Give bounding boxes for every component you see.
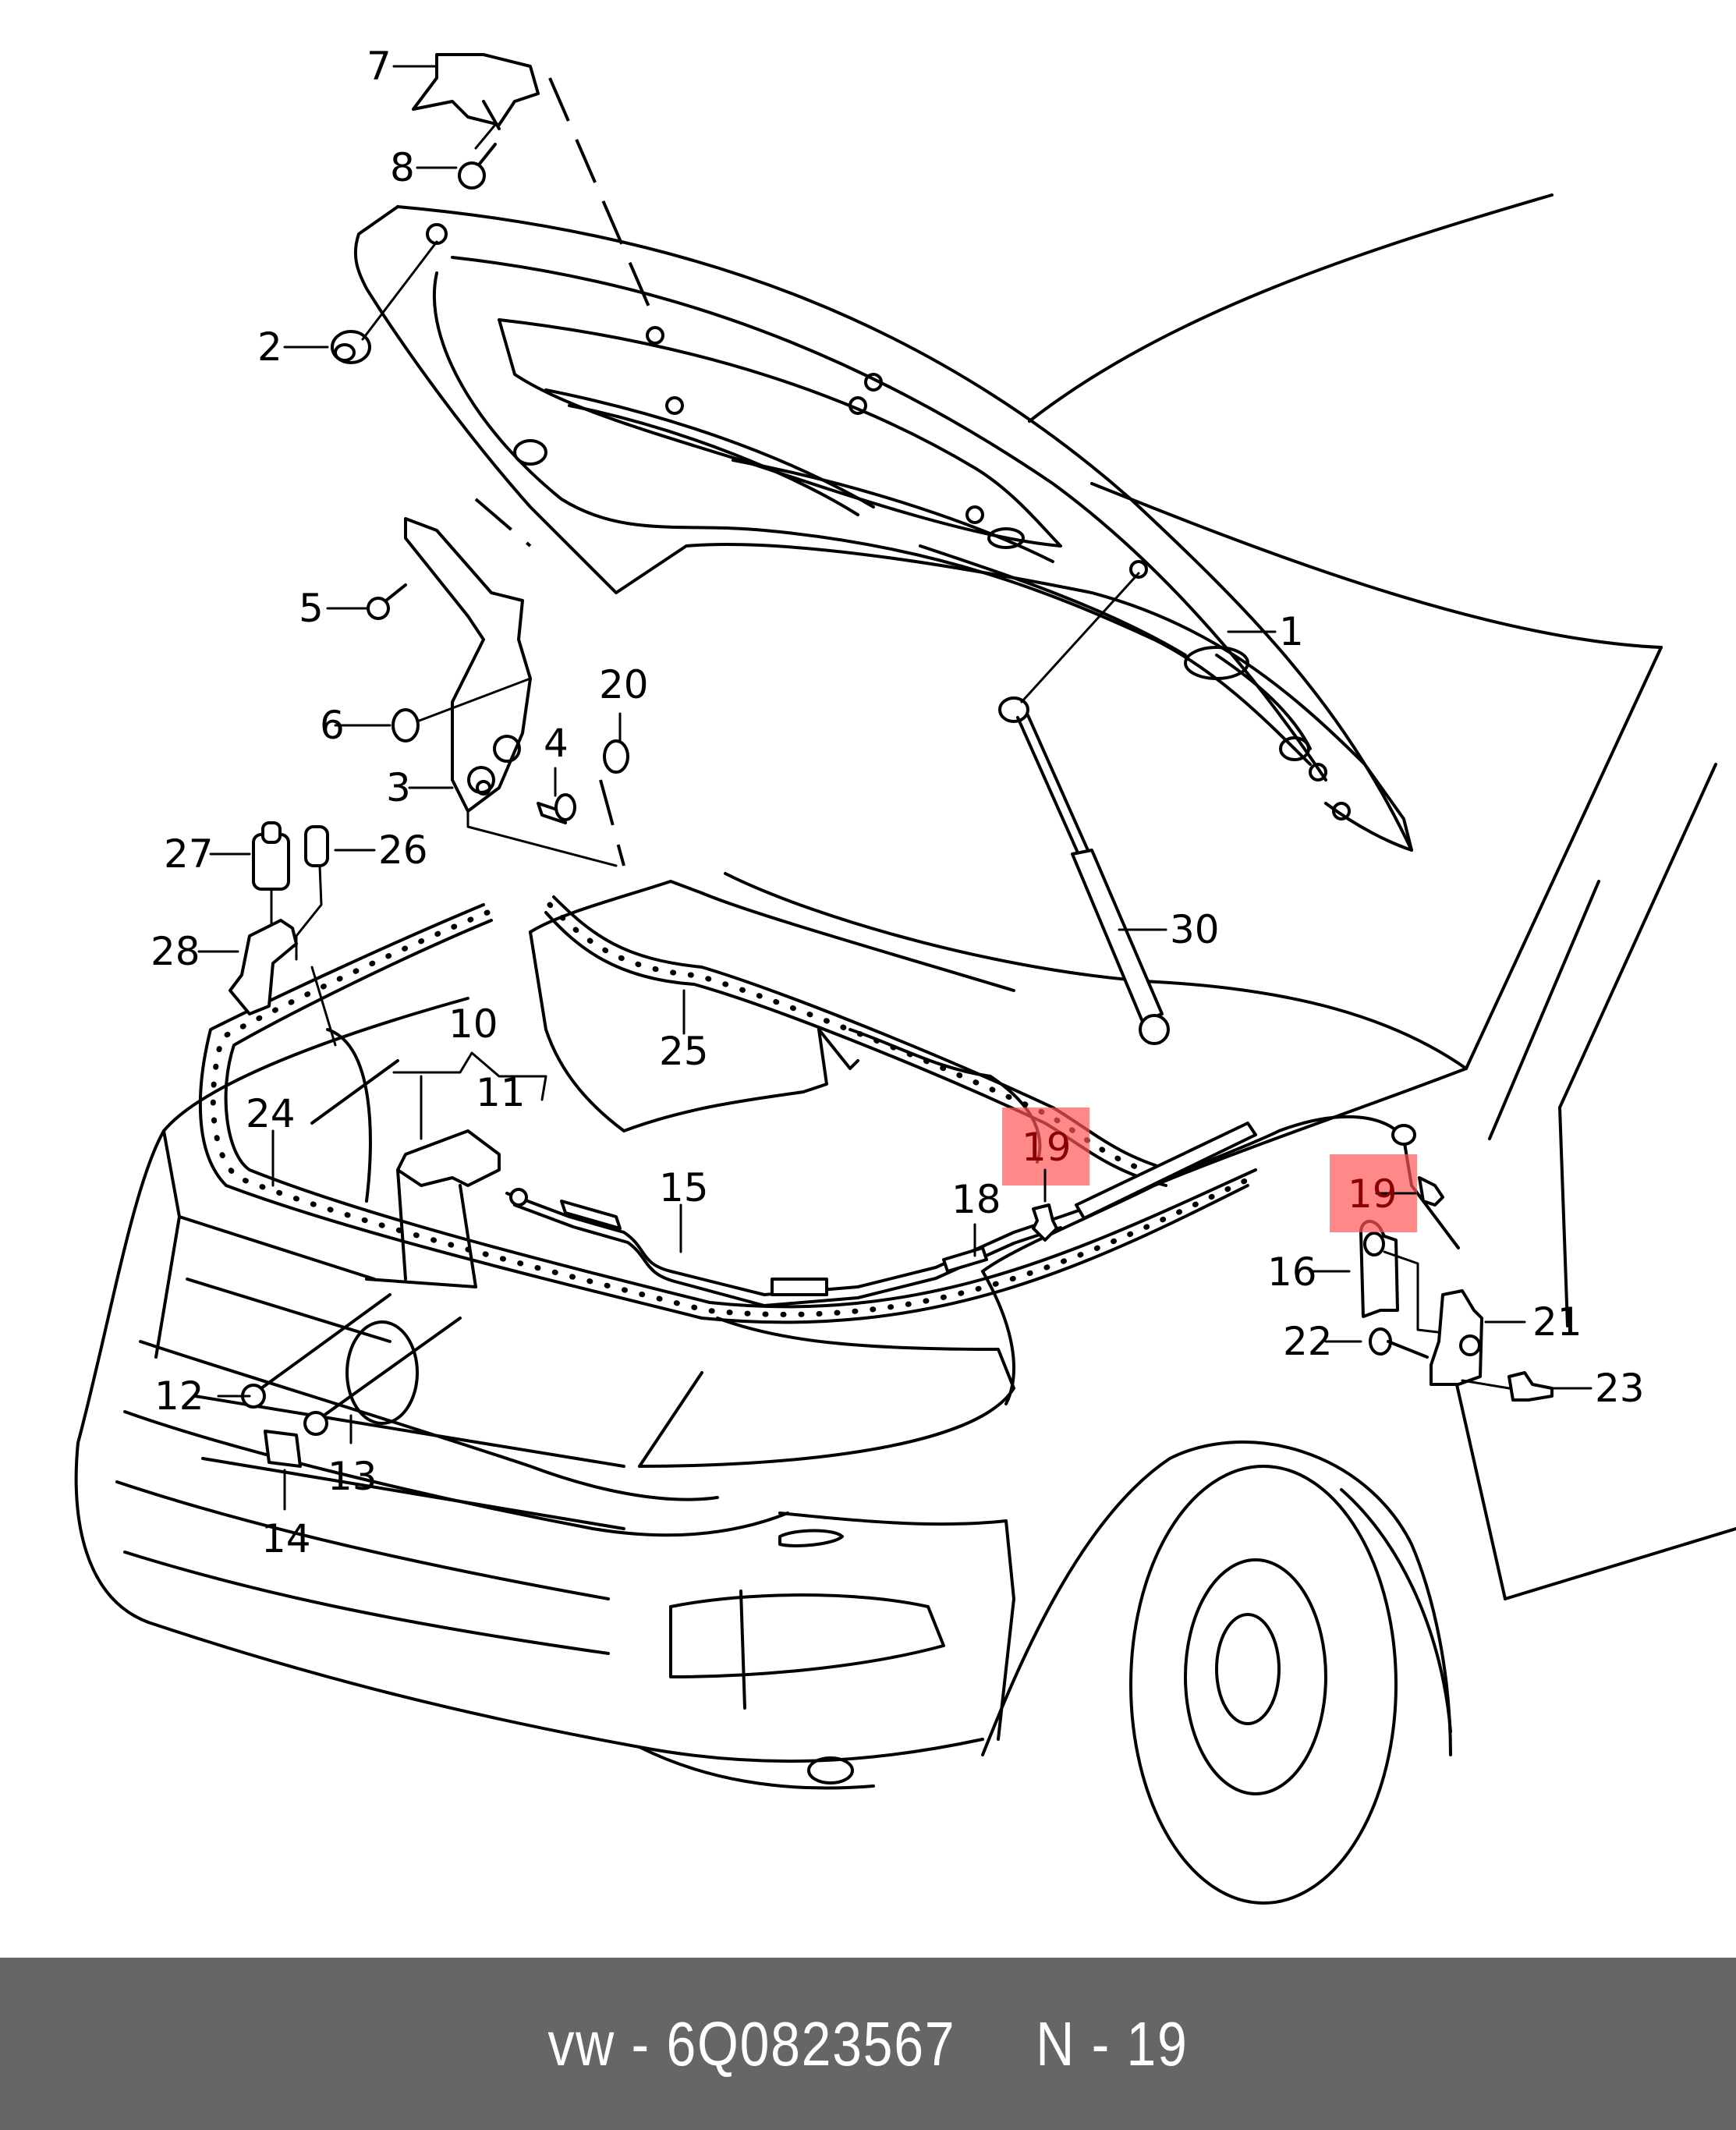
callout-14: 14 <box>261 1516 311 1561</box>
callout-21: 21 <box>1532 1299 1582 1345</box>
callout-5: 5 <box>299 586 324 631</box>
pin-part-26 <box>295 825 329 961</box>
leader-line <box>474 123 497 150</box>
callout-19-right: 19 <box>1348 1171 1398 1217</box>
callout-15: 15 <box>659 1165 709 1210</box>
callout-leaders <box>197 65 1593 1511</box>
callout-30: 30 <box>1170 907 1220 952</box>
callout-2: 2 <box>257 324 282 370</box>
bolt-part-8 <box>458 143 497 190</box>
clip-part-23 <box>1461 1371 1554 1402</box>
parts-diagram: 7 8 2 5 6 3 4 20 27 26 28 1 30 10 11 24 … <box>74 44 1736 1905</box>
nut-part-6 <box>391 677 532 742</box>
callout-26: 26 <box>378 828 428 873</box>
clip-part-19-center <box>1032 1203 1058 1242</box>
seal-strip-24 <box>198 903 1257 1324</box>
bolt-part-5 <box>367 583 407 620</box>
hood-lock-part-7 <box>412 53 540 130</box>
callout-20: 20 <box>599 662 649 707</box>
latch-part-10-11 <box>365 1129 501 1288</box>
callout-25: 25 <box>659 1029 709 1074</box>
buffer-part-27 <box>252 821 290 930</box>
hinge-part-3 <box>404 517 618 867</box>
clip-part-14 <box>264 1430 302 1468</box>
assembly-line <box>474 498 532 548</box>
callout-1: 1 <box>1279 609 1304 654</box>
callout-22: 22 <box>1283 1319 1333 1364</box>
part-info-footer: vw - 6Q0823567 N - 19 <box>0 1958 1736 2130</box>
assembly-line <box>548 77 653 313</box>
callout-8: 8 <box>390 145 415 190</box>
callout-12: 12 <box>154 1373 204 1419</box>
callout-18: 18 <box>951 1177 1001 1222</box>
screw-part-13 <box>303 1317 462 1436</box>
callout-3: 3 <box>386 765 411 810</box>
callout-4: 4 <box>544 721 569 766</box>
part-number-caption: vw - 6Q0823567 N - 19 <box>547 2008 1189 2079</box>
cover-part-16 <box>1359 1220 1452 1335</box>
callout-11: 11 <box>476 1070 526 1115</box>
callout-13: 13 <box>328 1454 377 1499</box>
callout-23: 23 <box>1595 1366 1645 1411</box>
screw-part-12 <box>241 1293 391 1409</box>
lever-part-21 <box>1430 1289 1483 1386</box>
callout-10: 10 <box>448 1001 498 1047</box>
cable-part-15 <box>505 1115 1460 1307</box>
gas-strut-part-30 <box>998 572 1170 1045</box>
callout-7: 7 <box>367 44 391 89</box>
callout-16: 16 <box>1267 1249 1317 1295</box>
callout-6: 6 <box>320 703 345 748</box>
callout-labels: 7 8 2 5 6 3 4 20 27 26 28 1 30 10 11 24 … <box>151 44 1645 1561</box>
screw-part-22 <box>1369 1327 1429 1359</box>
callout-24: 24 <box>246 1091 296 1136</box>
clip-part-20 <box>603 739 629 774</box>
callout-19-center: 19 <box>1022 1125 1072 1170</box>
bracket-part-28 <box>229 919 337 1047</box>
callout-27: 27 <box>164 831 214 877</box>
hood-panel <box>353 205 1413 852</box>
buffer-part-2 <box>331 240 438 364</box>
car-body <box>74 193 1736 1905</box>
clip-part-19-right <box>1418 1176 1444 1207</box>
callout-28: 28 <box>151 929 200 974</box>
assembly-line <box>599 779 625 867</box>
bolt-part-4 <box>537 793 576 824</box>
